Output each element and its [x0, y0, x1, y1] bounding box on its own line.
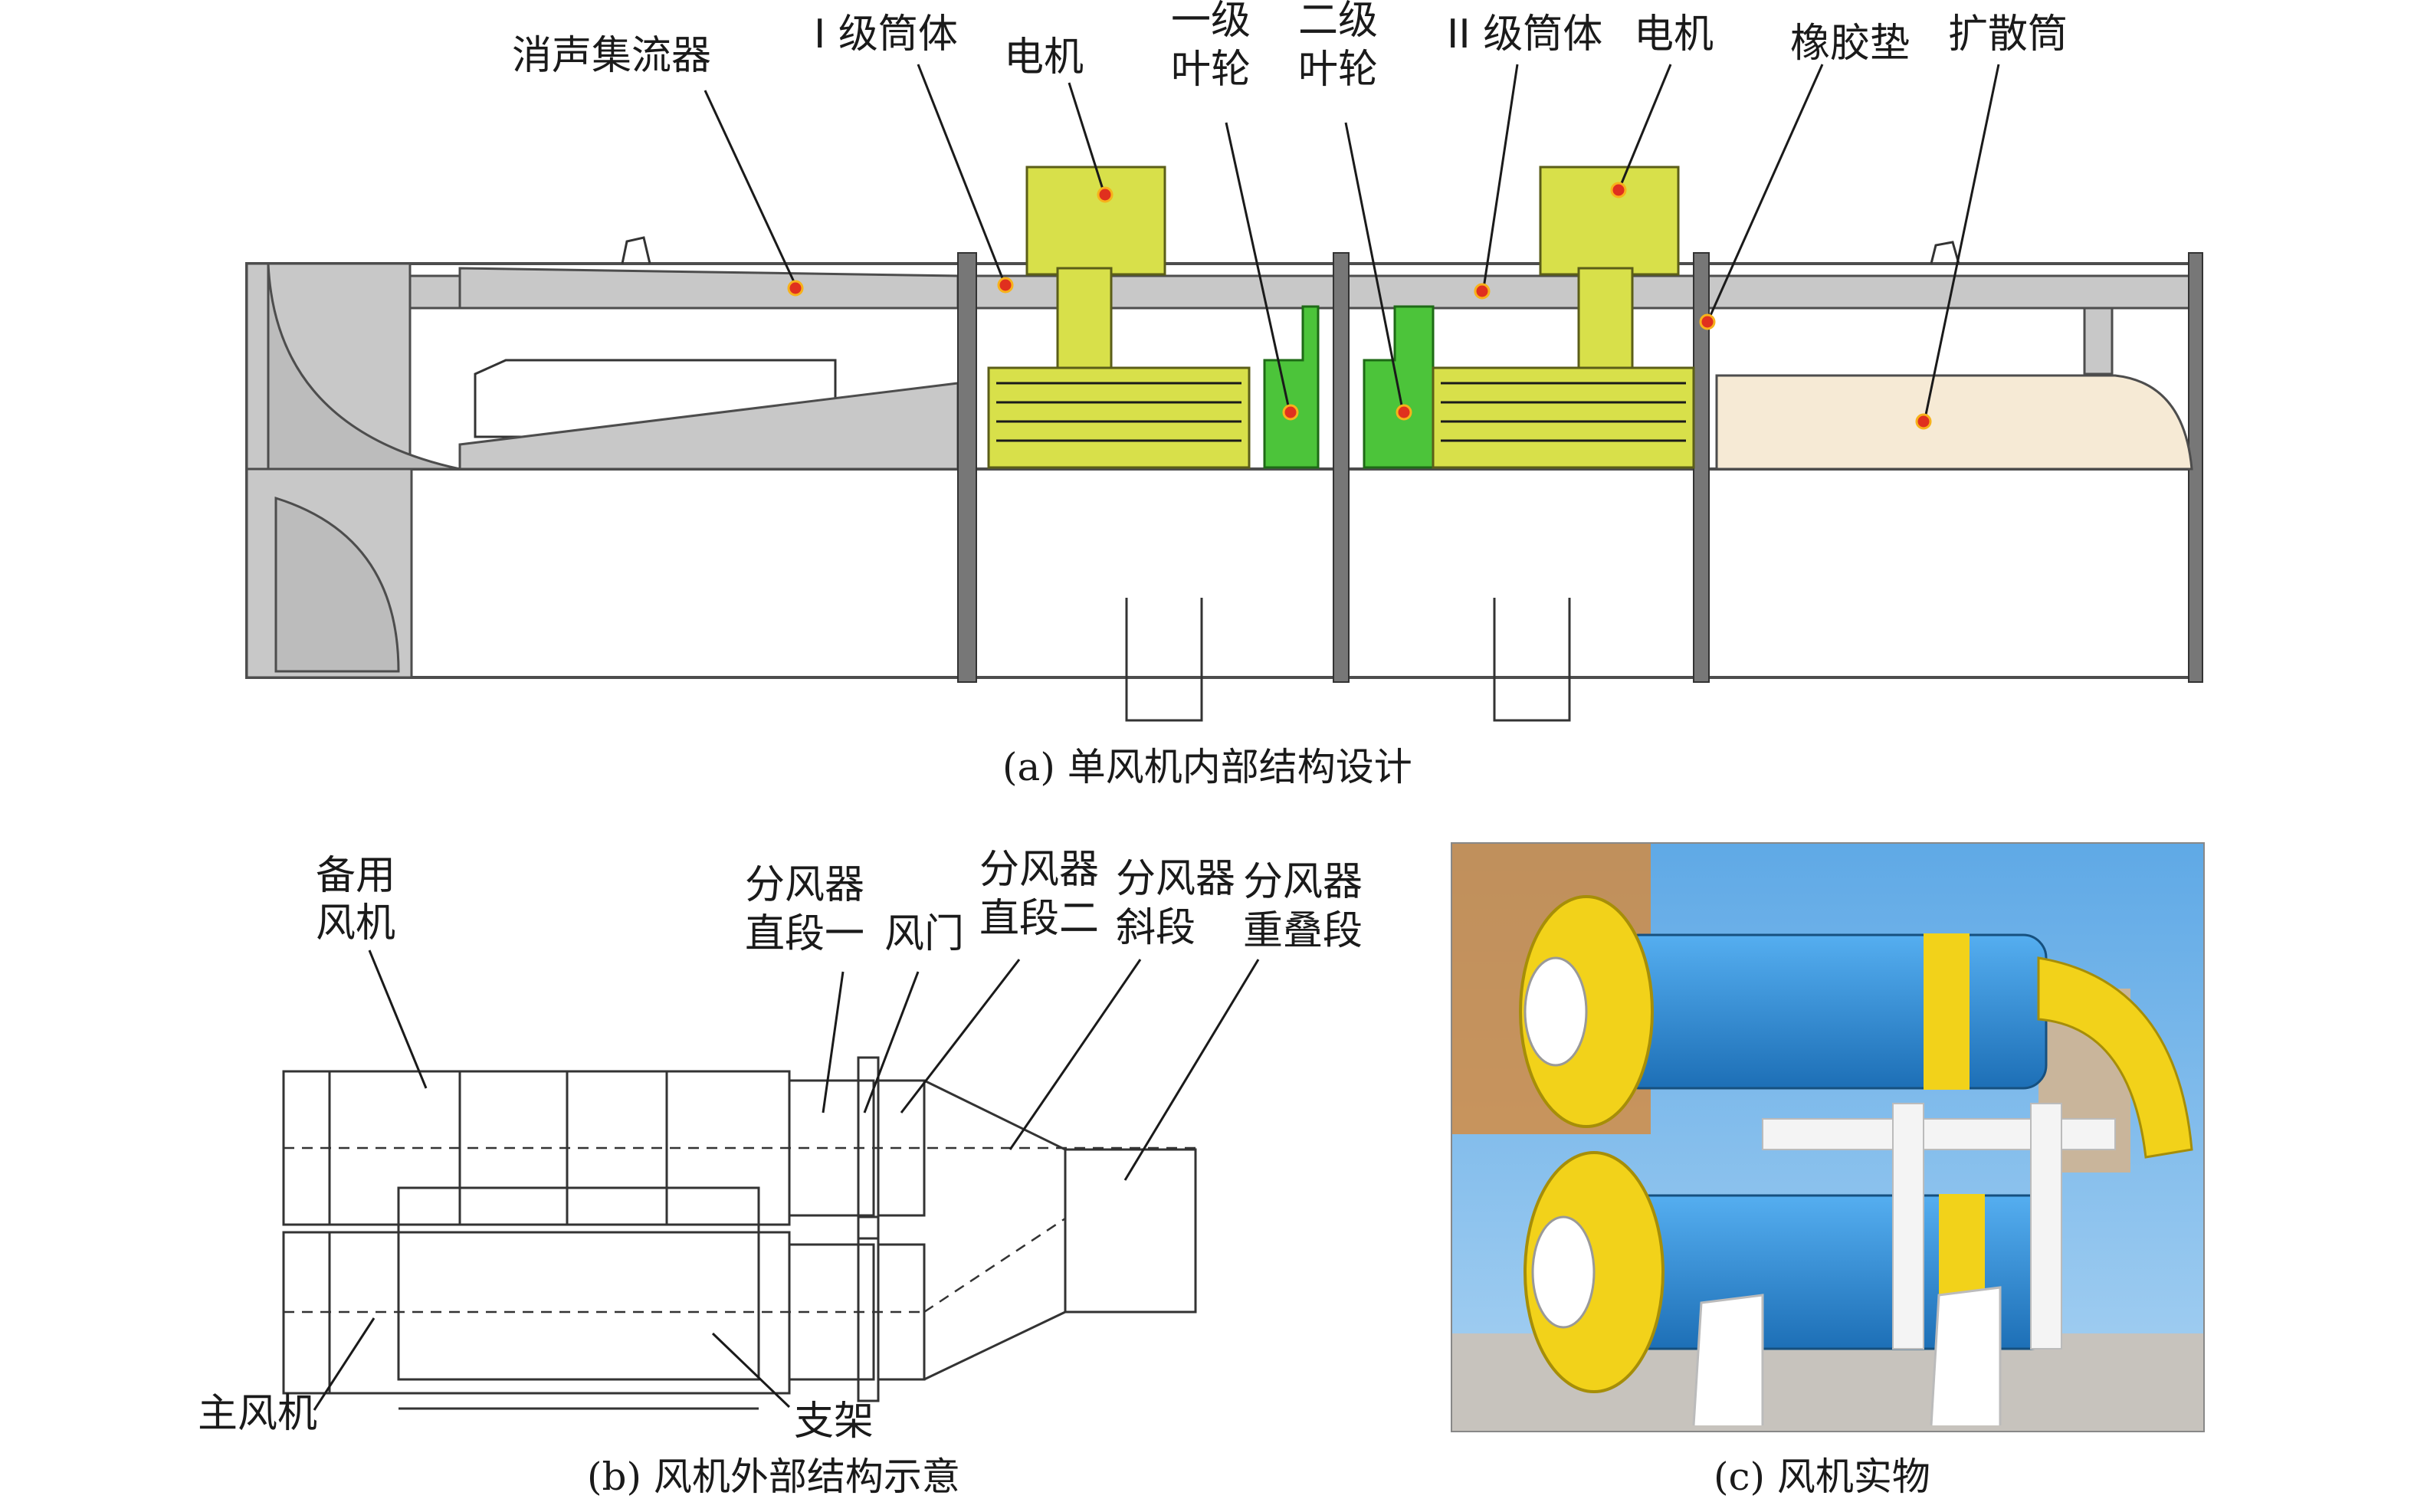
chair-2 — [1930, 1286, 2002, 1426]
lower-fan-logo-disc — [1531, 1215, 1596, 1329]
label-straight2-line2: 直段二 — [979, 896, 1099, 942]
marker-stage1-cylinder — [997, 277, 1014, 294]
label-damper: 风门 — [884, 911, 964, 957]
upper-fan-logo-disc — [1524, 956, 1588, 1067]
lifting-lug-2 — [1930, 241, 1960, 264]
straight-section-2-top — [877, 1079, 926, 1217]
bracket-frame — [397, 1186, 760, 1381]
label-straight2-line1: 分风器 — [979, 847, 1099, 893]
label-main-fan: 主风机 — [198, 1391, 317, 1437]
marker-rubber-pad — [1699, 313, 1716, 330]
motor-1-housing — [987, 366, 1251, 469]
caption-a: (a) 单风机内部结构设计 — [1002, 745, 1412, 789]
marker-motor2 — [1610, 182, 1627, 198]
label-inclined-line2: 斜段 — [1116, 905, 1196, 951]
label-inclined-line1: 分风器 — [1116, 856, 1235, 902]
motor-1-shaft — [1056, 267, 1113, 369]
marker-muffler — [787, 280, 804, 297]
panel-c-photo — [1451, 842, 2205, 1432]
marker-impeller1 — [1282, 404, 1299, 421]
flange-2 — [1333, 252, 1350, 683]
impeller-1 — [1263, 305, 1320, 469]
label-bracket: 支架 — [794, 1399, 874, 1445]
overlap-section — [1065, 1148, 1197, 1314]
motor-2-housing — [1432, 366, 1695, 469]
straight-section-1-bottom — [788, 1243, 875, 1381]
upper-fan-tube — [1615, 933, 2048, 1090]
stand-1 — [1125, 598, 1203, 722]
chair-1 — [1692, 1294, 1764, 1426]
muffler-bottom-plate — [458, 382, 959, 471]
marker-impeller2 — [1396, 404, 1412, 421]
upper-fan-band — [1924, 933, 1970, 1090]
photo-border — [1451, 842, 2205, 1432]
label-standby-line1: 备用 — [316, 853, 395, 899]
diffuser-support — [2083, 307, 2114, 376]
motor-2-shaft — [1577, 267, 1634, 369]
label-motor1: 电机 — [1004, 34, 1084, 80]
label-straight1-line1: 分风器 — [745, 862, 864, 908]
inclined-section — [923, 1079, 1067, 1381]
motor-2-body — [1539, 166, 1680, 276]
diffuser-fill — [1715, 374, 2193, 471]
label-overlap-line2: 重叠段 — [1243, 908, 1363, 954]
caption-b: (b) 风机外部结构示意 — [587, 1455, 960, 1499]
label-impeller2-line1: 二级 — [1298, 0, 1378, 44]
panel-a-drawing — [245, 166, 2203, 722]
label-diffuser: 扩散筒 — [1948, 11, 2068, 57]
panel-a-leaders — [704, 64, 2000, 430]
label-straight1-line2: 直段一 — [745, 911, 864, 957]
panel-a-labels: 消声集流器 I 级筒体 电机 一级 叶轮 二级 叶轮 II 级筒体 电机 橡胶垫… — [512, 0, 2068, 789]
support-post-1 — [1892, 1103, 1924, 1350]
label-standby-line2: 风机 — [316, 900, 395, 946]
panel-b-leaders — [313, 950, 1260, 1411]
flange-1 — [957, 252, 977, 683]
marker-stage2-cylinder — [1474, 283, 1491, 300]
panel-b-labels: 备用 风机 分风器 直段一 风门 分风器 直段二 分风器 斜段 分风器 重叠段 … — [198, 847, 1363, 1499]
label-stage2-cylinder: II 级筒体 — [1447, 11, 1602, 57]
stand-2 — [1493, 598, 1571, 722]
label-impeller2-line2: 叶轮 — [1298, 47, 1378, 93]
muffler-top-plate — [458, 267, 959, 310]
label-motor2: 电机 — [1634, 11, 1714, 57]
label-stage1-cylinder: I 级筒体 — [814, 11, 958, 57]
lifting-lug-1 — [621, 236, 651, 264]
label-rubber-pad: 橡胶垫 — [1790, 21, 1910, 67]
label-impeller1-line1: 一级 — [1171, 0, 1251, 44]
motor-1-body — [1025, 166, 1166, 276]
label-muffler: 消声集流器 — [512, 33, 711, 79]
yellow-bend-pipe — [2037, 956, 2193, 1159]
label-overlap-line1: 分风器 — [1243, 859, 1363, 905]
inlet-bell-upper — [267, 263, 461, 471]
straight-section-1-top — [788, 1079, 875, 1217]
marker-diffuser — [1915, 413, 1932, 430]
inlet-bell-lower — [274, 496, 400, 673]
caption-c: (c) 风机实物 — [1714, 1455, 1930, 1499]
panel-b-drawing — [282, 1056, 1197, 1410]
label-impeller1-line2: 叶轮 — [1171, 47, 1251, 93]
marker-motor1 — [1097, 186, 1114, 203]
support-post-2 — [2030, 1103, 2062, 1350]
